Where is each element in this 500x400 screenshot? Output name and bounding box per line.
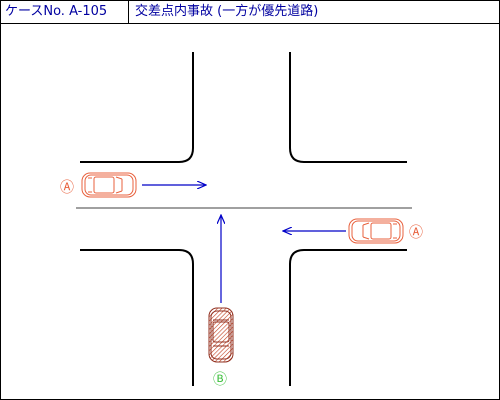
road-edge-bottom-left [80, 249, 194, 386]
road-edge-top-right [289, 52, 407, 163]
header-bar: ケースNo. A-105 交差点内事故 (一方が優先道路) [1, 1, 499, 24]
case-number: ケースNo. A-105 [1, 1, 129, 23]
vehicle-a-right-label: Ⓐ [409, 225, 423, 241]
vehicle-b-label: Ⓑ [213, 372, 227, 388]
vehicle-a-left-label: Ⓐ [60, 180, 74, 196]
case-title: 交差点内事故 (一方が優先道路) [135, 4, 319, 19]
road-edge-top-left [80, 52, 194, 163]
movement-arrows [142, 185, 346, 303]
vehicle-a-right [348, 218, 404, 244]
road-edges [80, 52, 407, 386]
vehicle-b [208, 307, 234, 363]
road-edge-bottom-right [289, 249, 407, 386]
vehicle-a-left [81, 172, 137, 198]
